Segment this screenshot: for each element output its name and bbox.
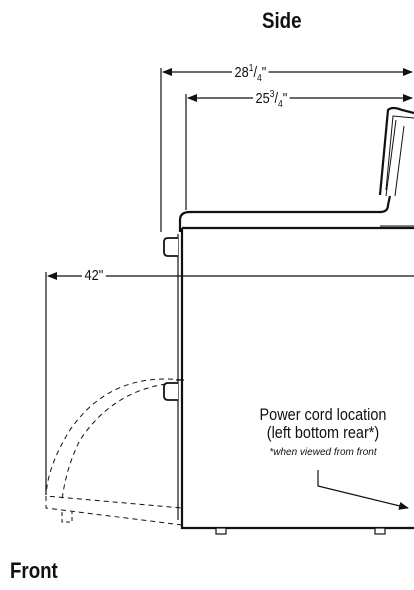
side-view-title: Side [262, 8, 302, 33]
backguard-outline [378, 106, 414, 196]
overall-depth-label: 281/4" [232, 64, 269, 84]
cabinet-depth-label: 253/4" [253, 90, 290, 110]
door-open-depth-label: 42" [82, 268, 106, 283]
backguard-support [385, 119, 405, 197]
power-cord-note: Power cord location (left bottom rear*) … [228, 406, 414, 458]
backguard-inner-line [385, 115, 414, 191]
oven-handle [163, 237, 178, 257]
power-cord-note-line1: Power cord location [259, 405, 387, 424]
front-view-title: Front [10, 558, 58, 583]
power-cord-leader-line [317, 470, 409, 510]
drawer-handle [163, 382, 178, 401]
door-swing-arc-inner [61, 383, 167, 501]
cooktop-outline [178, 195, 392, 232]
open-door-outline [45, 495, 183, 526]
power-cord-footnote: *when viewed from front [269, 446, 377, 458]
rear-foot [374, 527, 386, 535]
open-door-handle [61, 512, 73, 523]
power-cord-note-line2: (left bottom rear*) [266, 422, 380, 442]
range-body-outline [180, 226, 414, 530]
front-foot [215, 527, 227, 535]
